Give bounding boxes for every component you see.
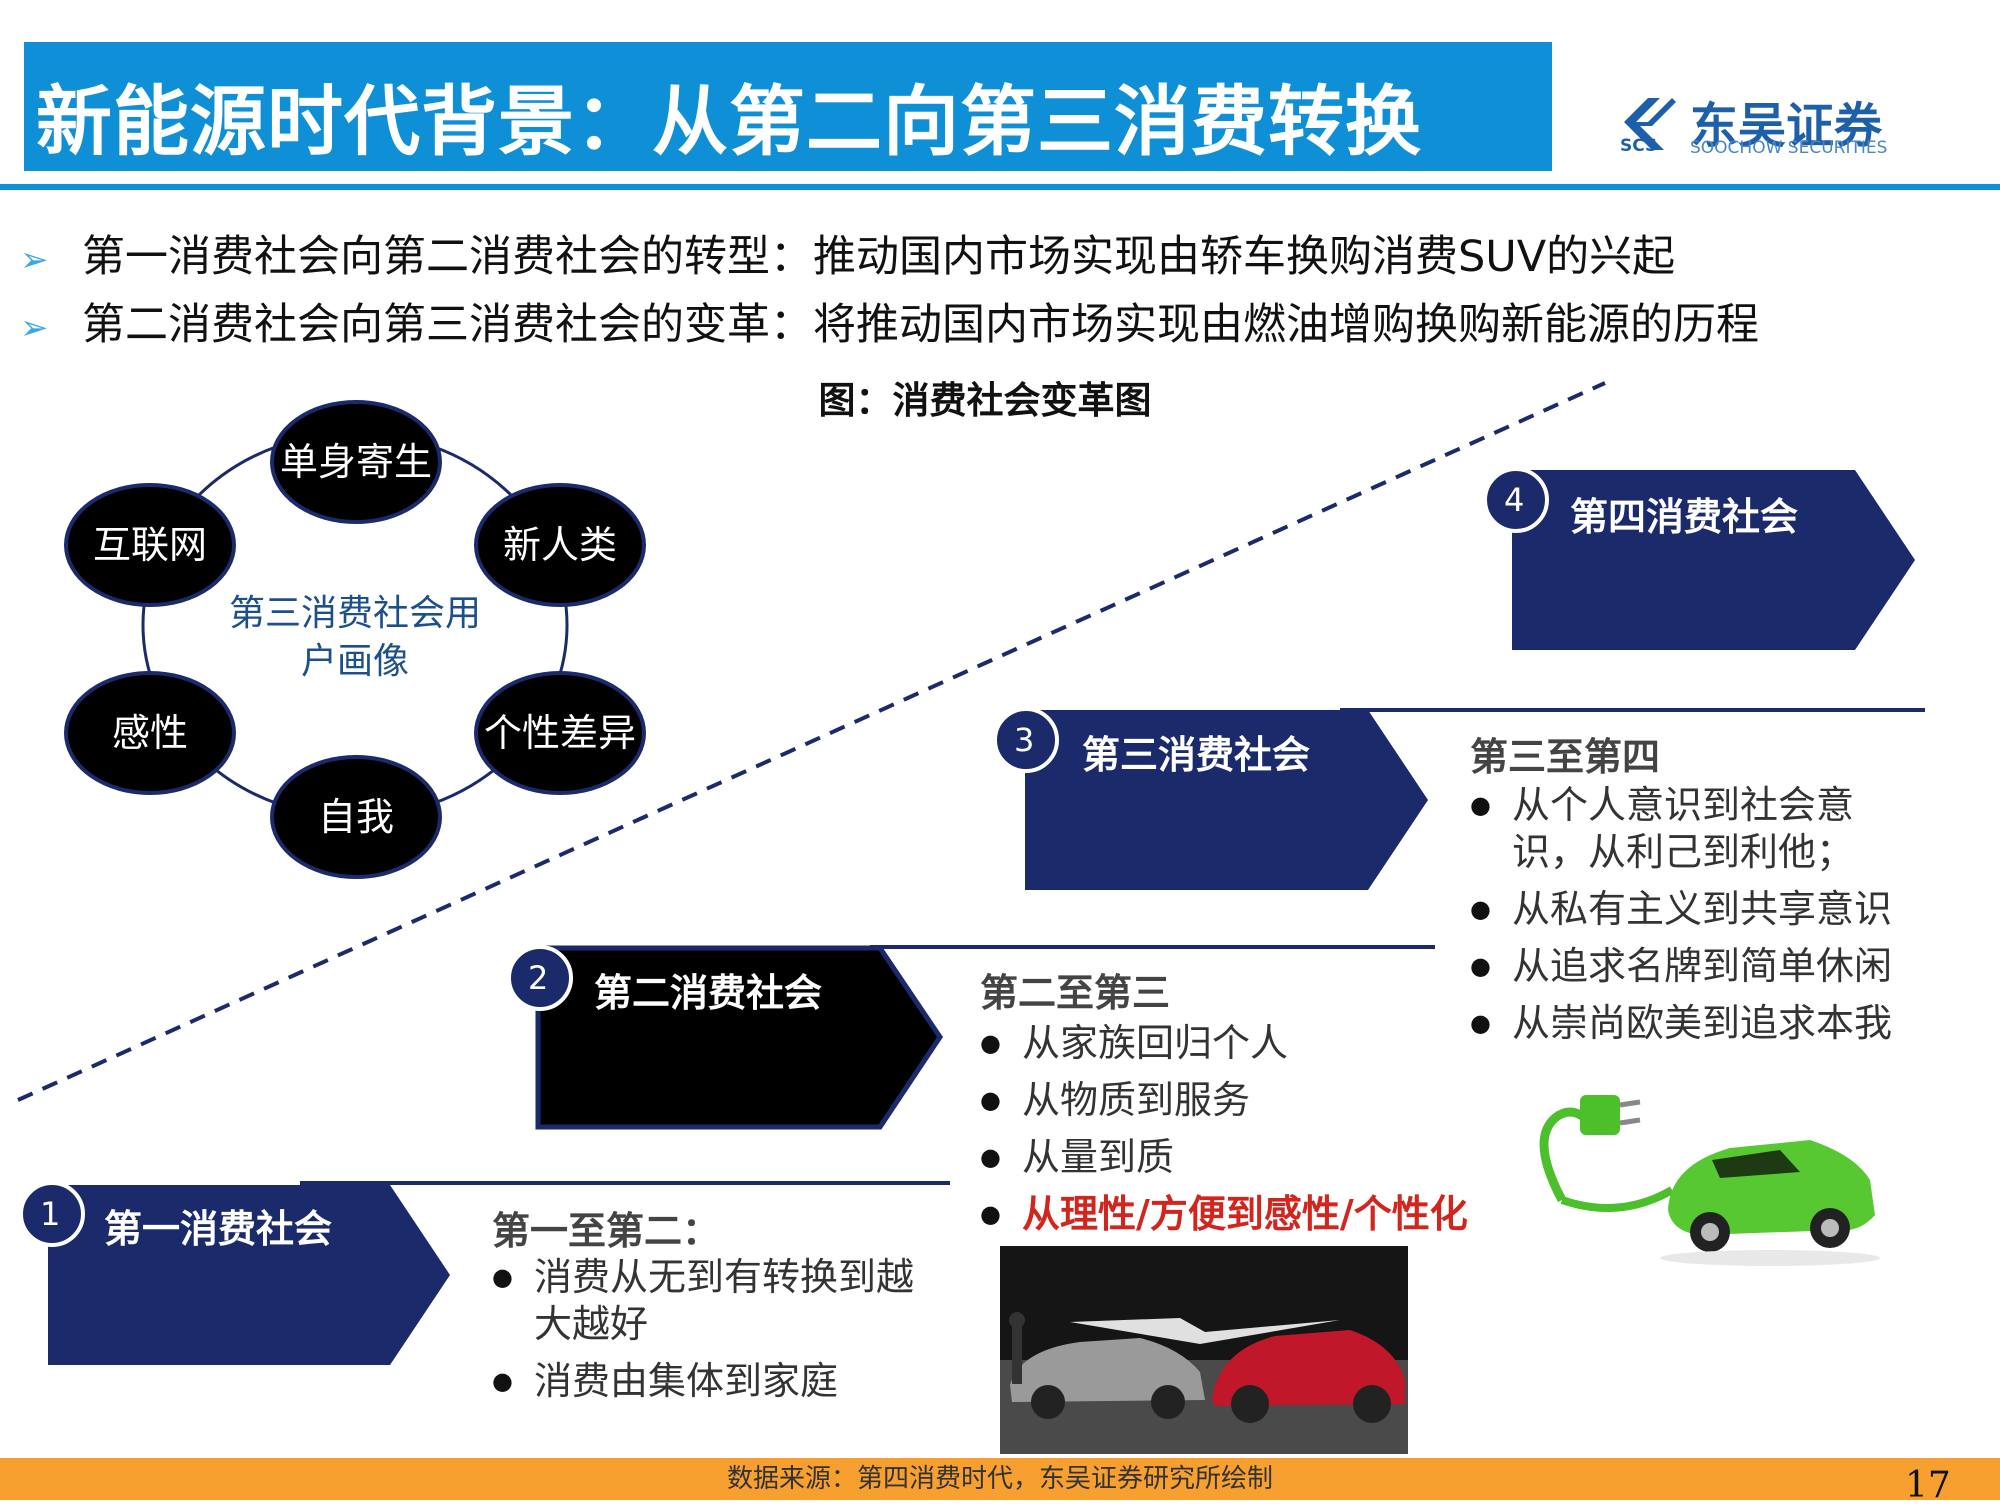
- list-item-highlight: 从理性/方便到感性/个性化: [980, 1191, 1500, 1238]
- stage-2-number: 2: [528, 959, 549, 997]
- list-item: 从崇尚欧美到追求本我: [1470, 1000, 1910, 1047]
- persona-node-label: 互联网: [93, 523, 207, 567]
- logo-subtext: SOOCHOW SECURITIES: [1690, 138, 1888, 158]
- persona-node-label: 感性: [112, 711, 188, 755]
- persona-node: 新人类: [474, 483, 646, 607]
- persona-node: 感性: [64, 671, 236, 795]
- stage-3-label: 第三消费社会: [1082, 733, 1311, 777]
- stage-1-box: [19, 1181, 450, 1365]
- list-item: 从物质到服务: [980, 1077, 1500, 1124]
- persona-node: 个性差异: [474, 671, 646, 795]
- persona-node: 互联网: [64, 483, 236, 607]
- persona-node: 单身寄生: [270, 400, 442, 524]
- list-item: 从私有主义到共享意识: [1470, 886, 1910, 933]
- page-number: 17: [1905, 1465, 1951, 1506]
- stage-2-box: [507, 945, 944, 1130]
- source-note: 数据来源：第四消费时代，东吴证券研究所绘制: [726, 1464, 1273, 1494]
- persona-center-line: 户画像: [300, 641, 409, 682]
- logo-abbr: SCS: [1620, 136, 1658, 156]
- arrow-bullet-icon: ➢: [20, 308, 49, 348]
- persona-node: 自我: [270, 755, 442, 879]
- persona-node-label: 新人类: [503, 523, 617, 567]
- stage-3-box: [993, 707, 1428, 890]
- stage-1-label: 第一消费社会: [104, 1207, 333, 1251]
- list-item: 消费由集体到家庭: [492, 1358, 932, 1405]
- suv-photo: [1000, 1246, 1408, 1454]
- intro-bullet: ➢ 第一消费社会向第二消费社会的转型：推动国内市场实现由轿车换购消费SUV的兴起: [20, 222, 1675, 284]
- page-title: 新能源时代背景：从第二向第三消费转换: [36, 77, 1422, 166]
- footer-bar: [0, 1458, 2000, 1500]
- persona-node-label: 自我: [318, 795, 394, 839]
- intro-bullet-text: 第一消费社会向第二消费社会的转型：推动国内市场实现由轿车换购消费SUV的兴起: [82, 232, 1676, 282]
- header-divider: [0, 184, 2000, 190]
- arrow-bullet-icon: ➢: [20, 240, 49, 280]
- list-item: 从追求名牌到简单休闲: [1470, 943, 1910, 990]
- transition-12-heading: 第一至第二：: [492, 1209, 721, 1253]
- stage-4-label: 第四消费社会: [1570, 495, 1799, 539]
- stage-3-number: 3: [1014, 721, 1035, 759]
- trend-dashed-line: [17, 381, 1606, 1102]
- ev-car-icon: [1539, 1095, 1880, 1266]
- intro-bullet: ➢ 第二消费社会向第三消费社会的变革：将推动国内市场实现由燃油增购换购新能源的历程: [20, 290, 1759, 352]
- title-bar: [24, 42, 1552, 171]
- transition-34-list: 从个人意识到社会意识，从利己到利他； 从私有主义到共享意识 从追求名牌到简单休闲…: [1470, 782, 1910, 1057]
- list-item: 从家族回归个人: [980, 1020, 1500, 1067]
- stage-1-number: 1: [40, 1195, 61, 1233]
- list-item: 从个人意识到社会意识，从利己到利他；: [1470, 782, 1910, 876]
- persona-center-label: 第三消费社会用 户画像: [200, 590, 510, 686]
- transition-23-heading: 第二至第三: [980, 971, 1171, 1015]
- soochow-logo-icon: [1624, 98, 1676, 150]
- persona-node-label: 单身寄生: [280, 440, 432, 484]
- transition-23-list: 从家族回归个人 从物质到服务 从量到质 从理性/方便到感性/个性化: [980, 1020, 1500, 1248]
- logo-text: 东吴证券: [1690, 98, 1883, 154]
- stage-4-number: 4: [1504, 481, 1525, 519]
- stage-4-box: [1483, 467, 1915, 650]
- list-item: 消费从无到有转换到越大越好: [492, 1254, 932, 1348]
- figure-title: 图：消费社会变革图: [818, 379, 1152, 422]
- stage-2-label: 第二消费社会: [594, 971, 823, 1015]
- persona-center-line: 第三消费社会用: [228, 593, 481, 634]
- persona-node-label: 个性差异: [484, 711, 636, 755]
- intro-bullet-text: 第二消费社会向第三消费社会的变革：将推动国内市场实现由燃油增购换购新能源的历程: [82, 300, 1759, 350]
- transition-12-list: 消费从无到有转换到越大越好 消费由集体到家庭: [492, 1254, 932, 1415]
- transition-34-heading: 第三至第四: [1470, 735, 1661, 779]
- list-item: 从量到质: [980, 1134, 1500, 1181]
